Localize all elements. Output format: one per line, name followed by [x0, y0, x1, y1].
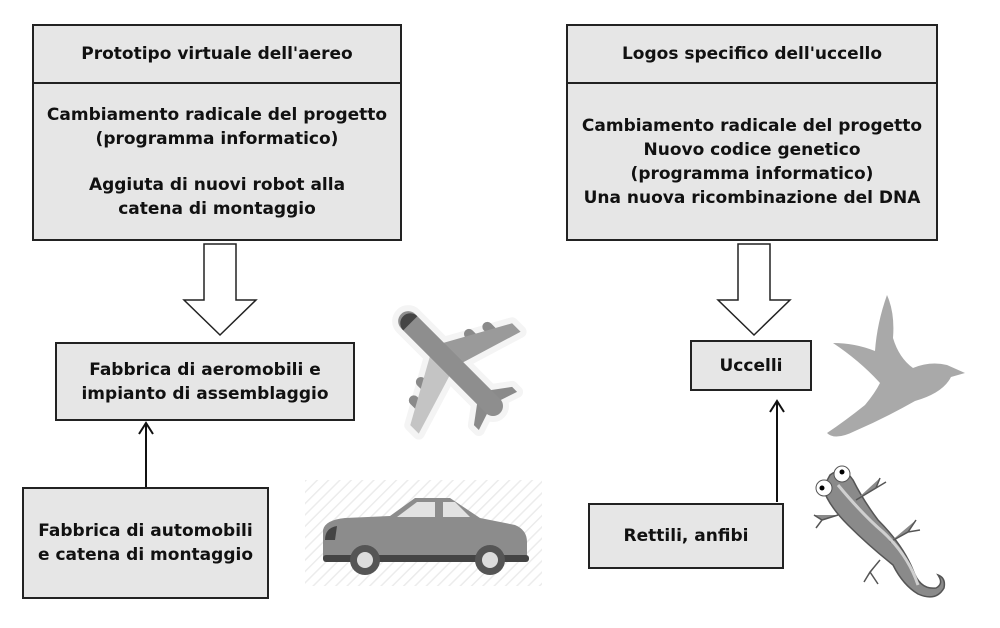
aircraft-factory-box: Fabbrica di aeromobili e impianto di ass… [55, 342, 355, 421]
right-main-line: Nuovo codice genetico [643, 139, 861, 160]
lizard-icon [813, 465, 946, 598]
left-title-box: Prototipo virtuale dell'aereo [32, 24, 402, 84]
left-hollow-arrow [182, 243, 258, 337]
left-main-line: Cambiamento radicale del progetto [46, 104, 388, 125]
right-main-box: Cambiamento radicale del progetto Nuovo … [566, 82, 938, 241]
car-factory-line: e catena di montaggio [38, 545, 253, 565]
left-main-box: Cambiamento radicale del progetto (progr… [32, 82, 402, 241]
airplane-icon [392, 305, 527, 440]
reptiles-label: Rettili, anfibi [623, 526, 749, 546]
left-up-arrow [138, 421, 154, 487]
birds-box: Uccelli [690, 340, 812, 391]
right-up-arrow [769, 399, 785, 502]
aircraft-factory-line: Fabbrica di aeromobili e [89, 359, 321, 380]
left-main-line: (programma informatico) [95, 128, 339, 149]
reptiles-box: Rettili, anfibi [588, 503, 784, 569]
right-main-line: (programma informatico) [630, 163, 874, 184]
car-icon [305, 480, 542, 586]
left-main-line: catena di montaggio [118, 198, 316, 219]
right-main-line: Cambiamento radicale del progetto [581, 115, 923, 136]
right-title: Logos specifico dell'uccello [621, 44, 883, 64]
birds-label: Uccelli [719, 355, 783, 376]
left-main-line: Aggiuta di nuovi robot alla [88, 174, 346, 195]
car-factory-line: Fabbrica di automobili [38, 521, 253, 541]
right-main-line: Una nuova ricombinazione del DNA [583, 187, 921, 208]
bird-icon [827, 295, 965, 437]
car-factory-box: Fabbrica di automobili e catena di monta… [22, 487, 269, 599]
right-title-box: Logos specifico dell'uccello [566, 24, 938, 84]
left-title: Prototipo virtuale dell'aereo [81, 44, 353, 64]
aircraft-factory-line: impianto di assemblaggio [81, 383, 329, 404]
right-hollow-arrow [716, 243, 792, 337]
